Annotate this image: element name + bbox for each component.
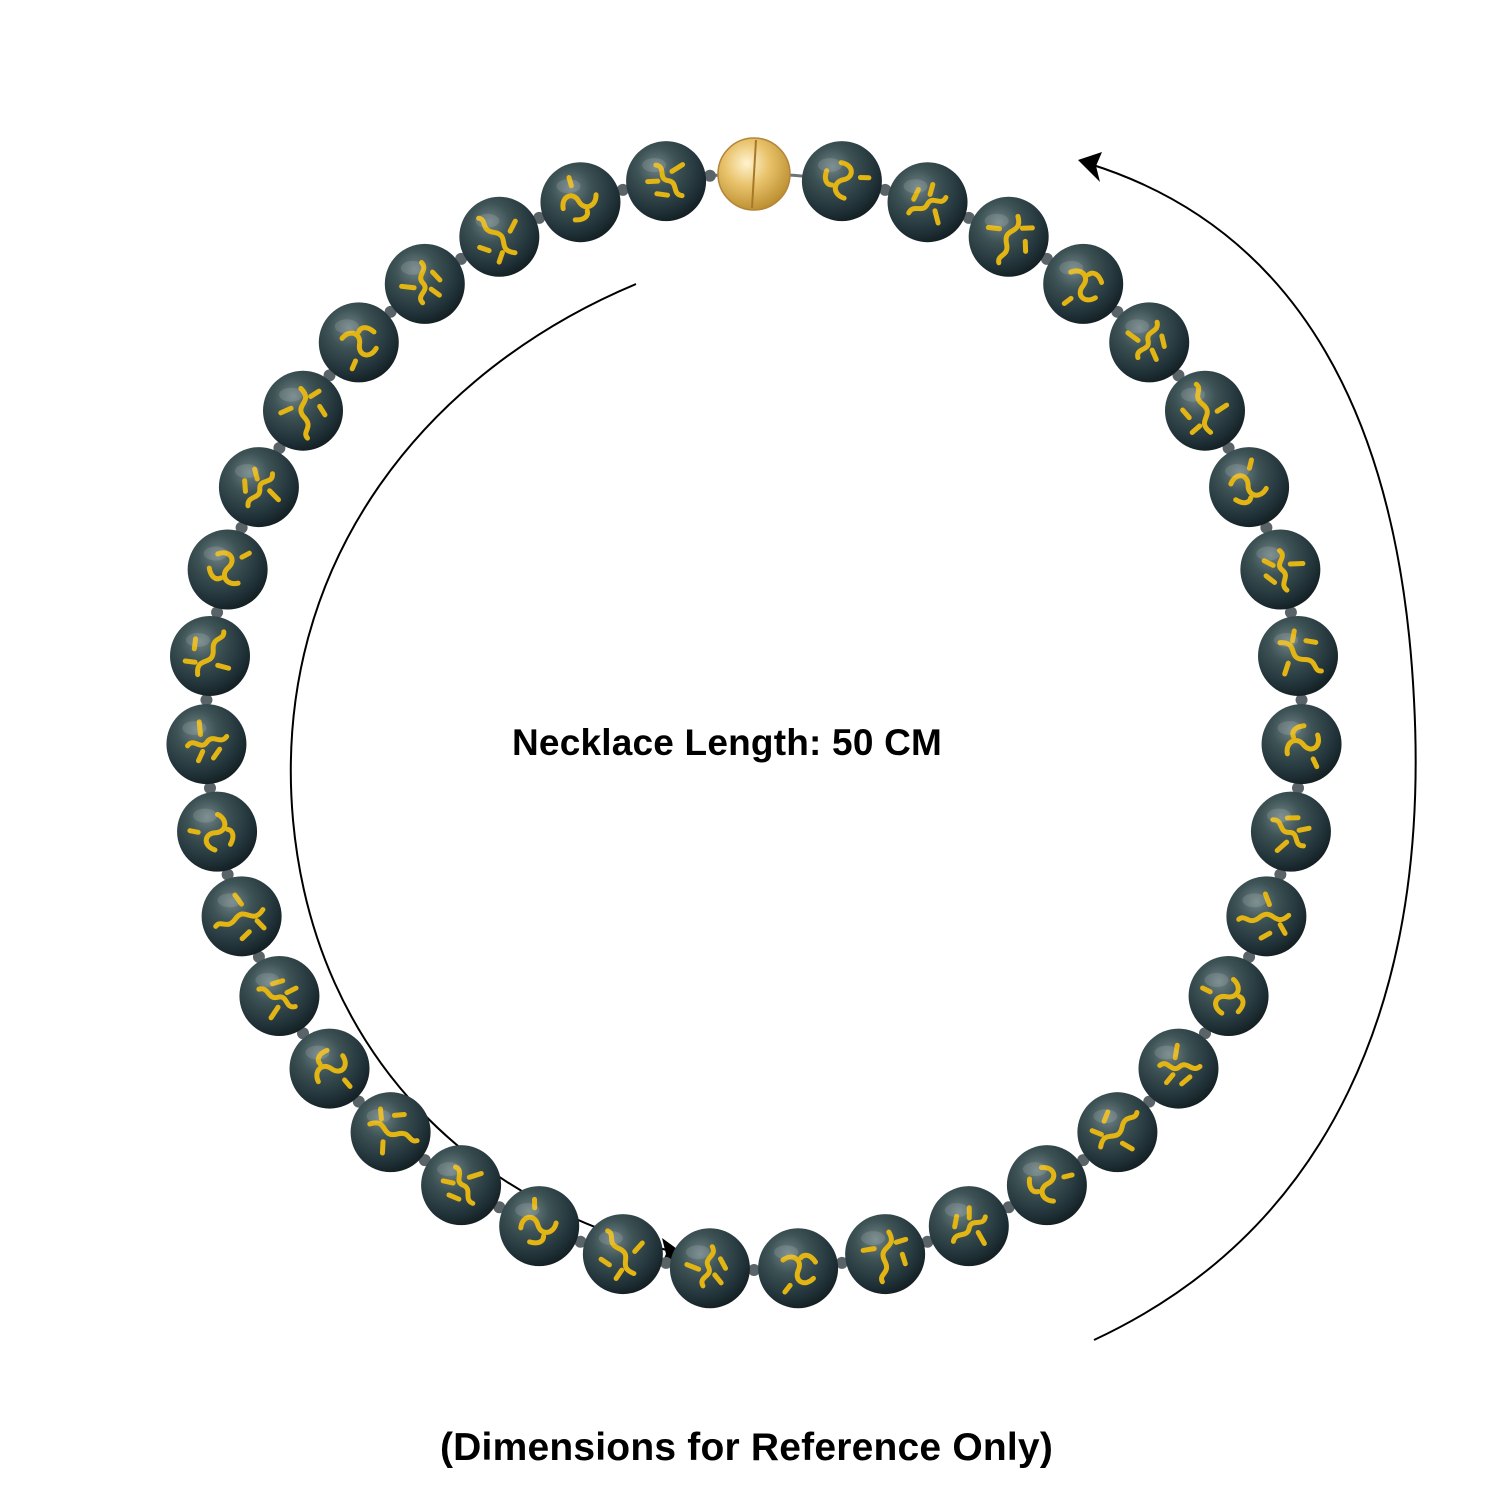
bead <box>1077 1092 1158 1173</box>
bead <box>187 529 268 610</box>
bead <box>801 141 882 222</box>
bead-knot <box>748 1264 760 1276</box>
bead <box>1109 302 1190 383</box>
bead <box>582 1214 663 1295</box>
necklace-length-label: Necklace Length: 50 CM <box>512 722 943 763</box>
bead-knot <box>493 1201 506 1214</box>
bead <box>669 1228 750 1309</box>
bead <box>350 1092 431 1173</box>
bead <box>758 1228 839 1309</box>
bead <box>1006 1145 1087 1226</box>
bead <box>421 1145 502 1226</box>
bead-knot <box>533 211 546 224</box>
bead <box>239 956 320 1036</box>
bead-knot <box>1292 782 1305 795</box>
bead <box>968 196 1049 277</box>
bead-group <box>166 141 1342 1309</box>
bead-knot <box>660 1256 673 1269</box>
bead <box>1138 1028 1219 1109</box>
bead-knot <box>962 211 975 224</box>
bead-knot <box>1295 693 1308 706</box>
bead <box>218 447 299 528</box>
bead <box>1240 529 1321 610</box>
bead <box>1250 791 1331 872</box>
bead <box>201 876 282 957</box>
bead <box>887 162 968 243</box>
bead-knot <box>616 183 629 196</box>
bead-knot <box>203 782 216 795</box>
reference-note: (Dimensions for Reference Only) <box>440 1426 1054 1469</box>
bead-knot <box>921 1235 934 1248</box>
bead-knot <box>200 693 213 706</box>
bead <box>1188 956 1269 1036</box>
right-arrow-head-icon <box>1078 152 1102 182</box>
bead <box>1261 704 1342 785</box>
bead <box>928 1186 1009 1267</box>
bead-knot <box>574 1235 587 1248</box>
bead-knot <box>1002 1201 1015 1214</box>
bead-knot <box>1274 868 1287 881</box>
bead <box>166 704 247 785</box>
bead-knot <box>1260 521 1273 534</box>
right-measurement-arrow <box>1089 163 1417 1341</box>
bead <box>499 1186 580 1267</box>
bead <box>1164 370 1245 451</box>
bead-knot <box>835 1256 848 1269</box>
bead <box>177 791 258 872</box>
bead <box>1209 447 1290 528</box>
magnetic-clasp-icon <box>717 137 791 211</box>
bead <box>318 302 399 383</box>
bead-knot <box>221 868 234 881</box>
bead <box>540 162 621 243</box>
bead <box>384 243 465 324</box>
bead-knot <box>703 169 716 182</box>
left-measurement-arrow <box>289 283 685 1255</box>
bead-knot <box>211 606 224 619</box>
bead <box>459 196 540 277</box>
bead <box>169 615 250 696</box>
bead-knot <box>252 950 265 963</box>
bead <box>626 141 707 222</box>
bead-knot <box>273 442 286 454</box>
bead <box>263 370 344 451</box>
bead-knot <box>1284 606 1297 619</box>
bead <box>1043 243 1124 324</box>
bead <box>289 1028 370 1109</box>
bead <box>1258 615 1339 696</box>
bead-knot <box>1243 950 1256 963</box>
bead-knot <box>235 521 248 534</box>
bead-knot <box>1222 442 1235 454</box>
bead <box>1226 876 1307 957</box>
bead-knot <box>879 183 892 196</box>
bead <box>845 1214 926 1295</box>
